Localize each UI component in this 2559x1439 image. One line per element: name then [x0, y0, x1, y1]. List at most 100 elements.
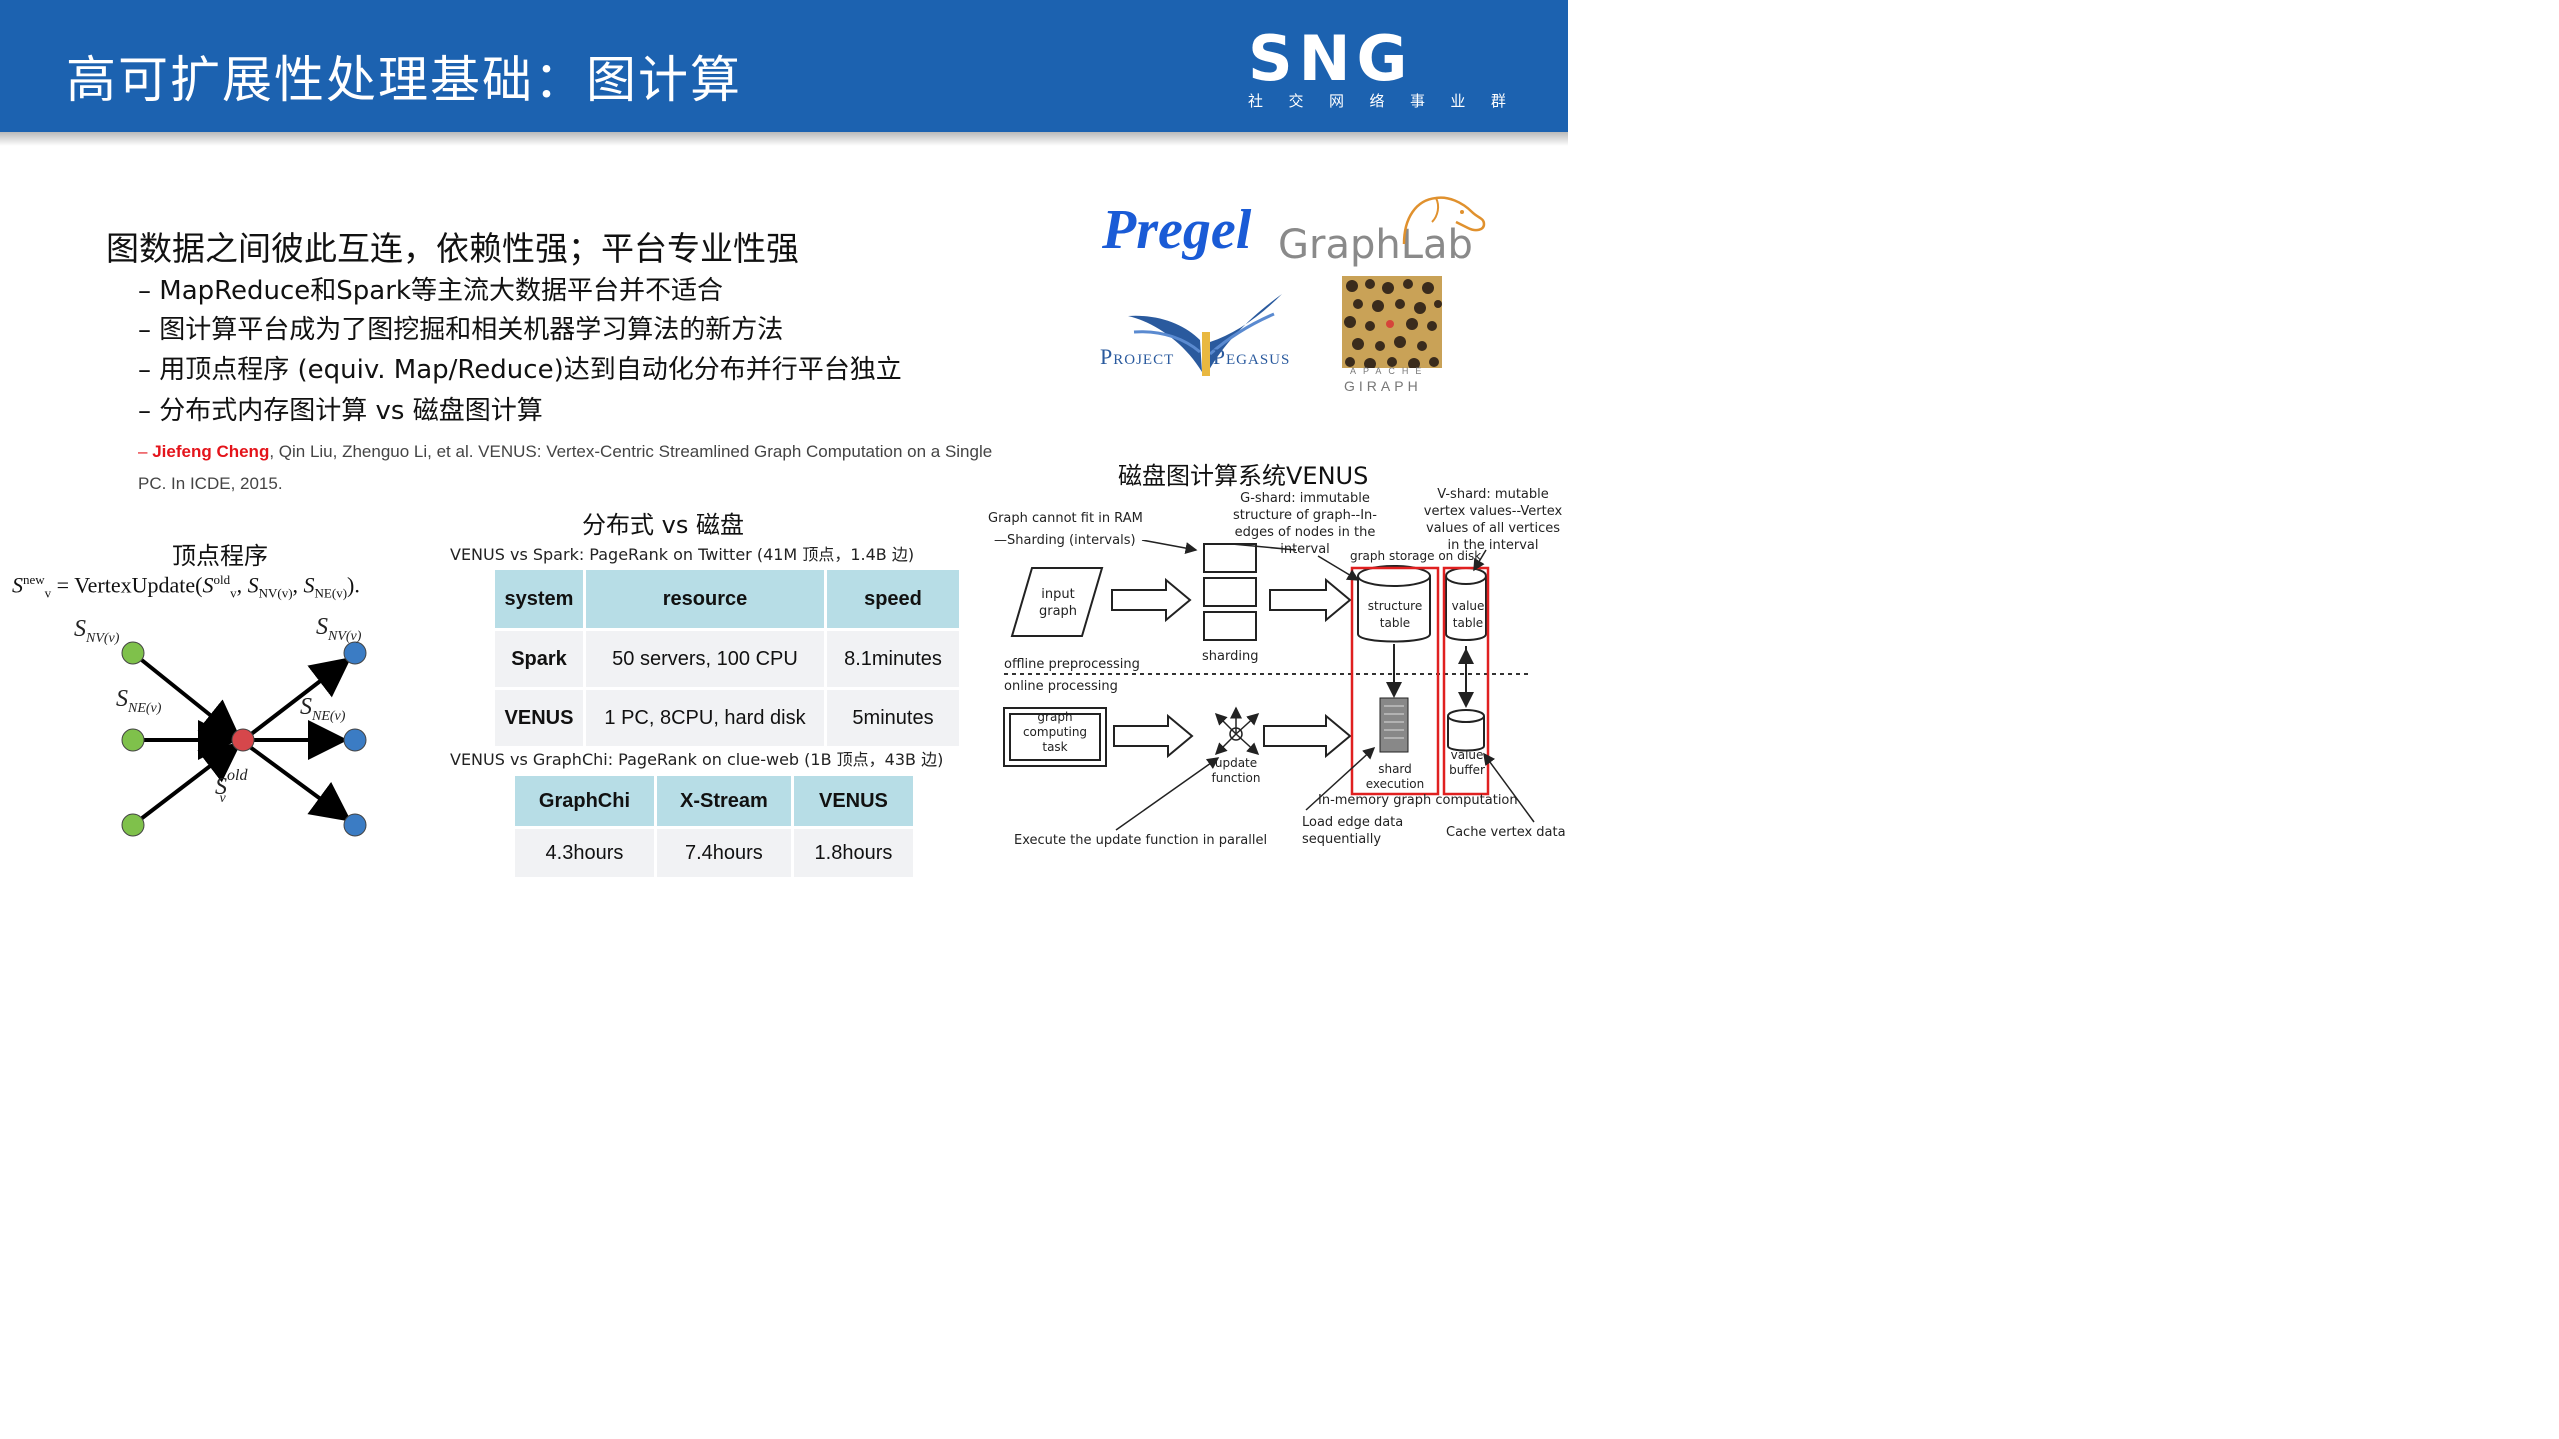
- logo-subtitle-char: 事: [1409, 92, 1425, 110]
- in-memory-label: In-memory graph computation: [1318, 793, 1518, 808]
- cannot-fit-label: Graph cannot fit in RAM: [988, 511, 1143, 526]
- slide-title: 高可扩展性处理基础：图计算: [66, 51, 742, 109]
- table-cell: 50 servers, 100 CPU: [586, 631, 824, 687]
- value-buffer-cylinder: [1447, 716, 1485, 752]
- sub-bullet: – 用顶点程序 (equiv. Map/Reduce)达到自动化分布并行平台独立: [138, 355, 902, 385]
- value-table-label: value table: [1451, 599, 1485, 630]
- table-header: VENUS: [793, 776, 913, 826]
- pegasus-wings-icon: [1128, 294, 1282, 376]
- in-node: [121, 813, 145, 837]
- venus-architecture-diagram: [1003, 540, 1535, 831]
- center-node: [231, 728, 255, 752]
- formula-func: VertexUpdate(: [74, 572, 203, 598]
- table-header: resource: [586, 570, 824, 628]
- table2-caption: VENUS vs GraphChi: PageRank on clue-web …: [450, 750, 944, 769]
- execute-parallel-label: Execute the update function in parallel: [1014, 833, 1268, 848]
- value-buffer-label: value buffer: [1449, 748, 1485, 777]
- flow-arrow: [1113, 713, 1194, 759]
- server-icon: [1379, 697, 1409, 753]
- table-header: X-Stream: [656, 776, 791, 826]
- sharding-intervals-label: —Sharding (intervals): [994, 533, 1136, 548]
- out-node: [343, 728, 367, 752]
- sub-bullet: – MapReduce和Spark等主流大数据平台并不适合: [138, 276, 723, 306]
- giraph-pattern-icon: [1342, 276, 1442, 368]
- formula-sup: new: [23, 572, 45, 587]
- value-buffer-top: [1447, 709, 1485, 723]
- pegasus-left-text: Project: [1100, 344, 1175, 369]
- shard-box: [1203, 611, 1257, 641]
- table-cell: VENUS: [495, 690, 583, 746]
- giraph-apache-text: APACHE: [1350, 366, 1429, 376]
- structure-table-cylinder: [1357, 576, 1431, 643]
- logo-subtitle-char: 社: [1248, 92, 1264, 110]
- formula-symbol: S: [303, 572, 315, 598]
- sng-logo: SNG: [1248, 22, 1414, 95]
- update-function-icon: [1214, 706, 1260, 756]
- table-cell: 4.3hours: [515, 829, 654, 877]
- venus-spark-table: system resource speed Spark 50 servers, …: [492, 567, 962, 749]
- logo-subtitle-char: 网: [1328, 92, 1344, 110]
- graph-task-box: [1003, 707, 1107, 767]
- flow-arrow: [1111, 577, 1192, 623]
- venus-graphchi-table: GraphChi X-Stream VENUS 4.3hours 7.4hour…: [512, 773, 916, 880]
- in-edge: [131, 742, 242, 827]
- value-highlight: [1442, 566, 1490, 796]
- snv-right-label: SNV(v): [316, 614, 362, 644]
- formula-eq: =: [56, 572, 70, 598]
- pregel-logo: Pregel: [1102, 199, 1252, 261]
- load-edge-label: Load edge data sequentially: [1302, 815, 1404, 847]
- value-table-cylinder: [1445, 576, 1487, 641]
- storage-label: graph storage on disk: [1350, 549, 1482, 563]
- reference-dash: –: [138, 442, 148, 461]
- main-bullet: 图数据之间彼此互连，依赖性强；平台专业性强: [106, 229, 799, 268]
- reference: – Jiefeng Cheng, Qin Liu, Zhenguo Li, et…: [138, 436, 1008, 500]
- out-node: [343, 641, 367, 665]
- formula-sub: NE(v): [314, 585, 348, 601]
- graphlab-dog-icon: [1402, 196, 1486, 245]
- table-row: Spark 50 servers, 100 CPU 8.1minutes: [495, 631, 959, 687]
- vertex-update-formula: Snewv = VertexUpdate(Soldv, SNV(v), SNE(…: [12, 572, 360, 601]
- table1-caption: VENUS vs Spark: PageRank on Twitter (41M…: [450, 545, 915, 564]
- table-row: VENUS 1 PC, 8CPU, hard disk 5minutes: [495, 690, 959, 746]
- formula-symbol: S: [202, 572, 214, 598]
- structure-table-label: structure table: [1367, 599, 1423, 630]
- shard-box: [1203, 543, 1257, 573]
- formula-symbol: S: [247, 572, 259, 598]
- flow-arrow: [1263, 713, 1352, 759]
- cache-vertex-label: Cache vertex data: [1446, 825, 1566, 840]
- table-cell: Spark: [495, 631, 583, 687]
- sub-bullet: – 图计算平台成为了图挖掘和相关机器学习算法的新方法: [138, 315, 784, 345]
- in-node: [121, 728, 145, 752]
- input-graph-box: [1010, 567, 1104, 637]
- pegasus-logo: Project Pegasus: [1100, 344, 1290, 370]
- update-function-label: update function: [1211, 756, 1261, 785]
- table-header: GraphChi: [515, 776, 654, 826]
- formula-sub: NV(v): [258, 585, 293, 601]
- table-cell: 8.1minutes: [827, 631, 959, 687]
- table-cell: 1.8hours: [793, 829, 913, 877]
- logo-subtitle-char: 交: [1288, 92, 1304, 110]
- sng-logo-subtitle: 社 交 网 络 事 业 群: [1248, 90, 1506, 111]
- vshard-label: V-shard: mutable vertex values--Vertex v…: [1423, 487, 1563, 553]
- table-header: system: [495, 570, 583, 628]
- sne-right-label: SNE(v): [300, 694, 346, 724]
- shard-execution-label: shard execution: [1365, 762, 1425, 791]
- sub-bullet: – 分布式内存图计算 vs 磁盘图计算: [138, 396, 543, 426]
- header-shadow: [0, 132, 1568, 146]
- value-table-top: [1445, 567, 1487, 585]
- table-cell: 5minutes: [827, 690, 959, 746]
- sne-left-label: SNE(v): [116, 686, 162, 716]
- out-edge: [248, 657, 352, 737]
- formula-sup: old: [213, 572, 231, 587]
- logo-subtitle-char: 业: [1450, 92, 1466, 110]
- table-header: speed: [827, 570, 959, 628]
- logo-subtitle-char: 群: [1490, 92, 1506, 110]
- flow-arrow: [1269, 577, 1352, 623]
- graph-task-inner: [1009, 713, 1101, 761]
- venus-heading: 磁盘图计算系统VENUS: [1118, 462, 1369, 490]
- logo-subtitle-char: 络: [1369, 92, 1385, 110]
- graphlab-logo: GraphLab: [1278, 222, 1473, 268]
- reference-author: Jiefeng Cheng: [152, 442, 270, 461]
